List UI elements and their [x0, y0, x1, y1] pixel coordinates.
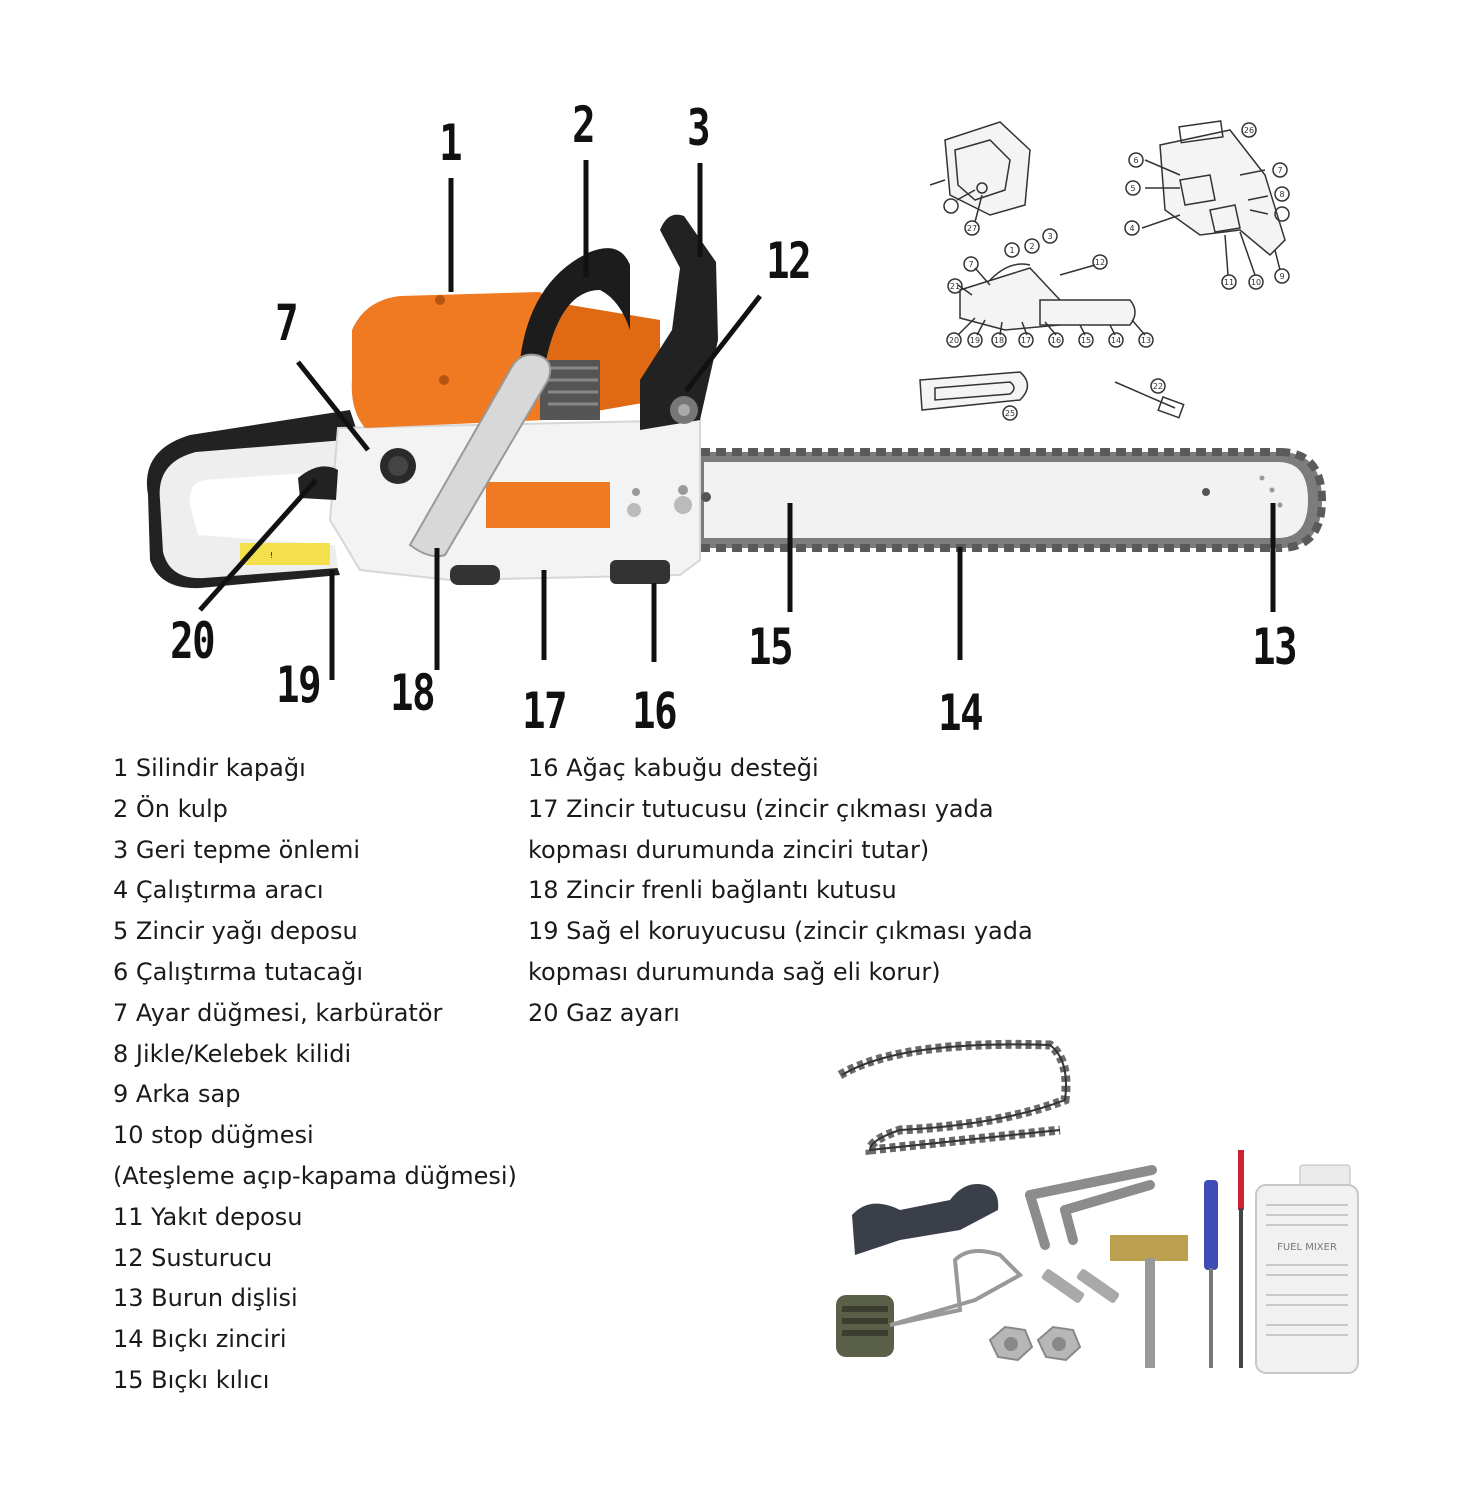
- bark-spike: [852, 1184, 999, 1255]
- schematic-number: 11: [1224, 278, 1234, 287]
- parts-schematic: [919, 120, 1290, 421]
- screwdriver: [1204, 1180, 1218, 1368]
- callout-label-16: 16: [632, 682, 677, 740]
- fuel-mixer-bottle: FUEL MIXER: [1255, 1164, 1359, 1374]
- legend-item: 14 Bıçkı zinciri: [113, 1325, 287, 1354]
- t-wrench: [1110, 1235, 1188, 1368]
- bolts: [1041, 1269, 1120, 1303]
- callout-label-14: 14: [938, 684, 983, 742]
- legend-item: 2 Ön kulp: [113, 794, 228, 823]
- schematic-number: 4: [1129, 224, 1134, 233]
- legend-item: 4 Çalıştırma aracı: [113, 876, 324, 905]
- legend-item: kopması durumunda sağ eli korur): [528, 957, 941, 986]
- callout-label-15: 15: [748, 618, 793, 676]
- callout-label-3: 3: [687, 99, 710, 157]
- schematic-number: 8: [1279, 190, 1284, 199]
- callout-label-1: 1: [439, 114, 462, 172]
- legend-item: 13 Burun dişlisi: [113, 1284, 298, 1313]
- schematic-number: 5: [1130, 184, 1135, 193]
- schematic-number: 17: [1021, 336, 1031, 345]
- leader-lines: [198, 160, 1276, 680]
- legend-item: 9 Arka sap: [113, 1080, 241, 1109]
- schematic-view-full: [946, 228, 1154, 348]
- schematic-number: 9: [1279, 272, 1284, 281]
- legend-item: 17 Zincir tutucusu (zincir çıkması yada: [528, 794, 994, 823]
- callout-label-18: 18: [390, 664, 435, 722]
- fuel-cap: [836, 1295, 894, 1357]
- schematic-number: 7: [1277, 166, 1282, 175]
- legend-item: 1 Silindir kapağı: [113, 754, 306, 782]
- schematic-number: 16: [1051, 336, 1061, 345]
- svg-text:!: !: [270, 551, 273, 560]
- callout-label-12: 12: [766, 232, 811, 290]
- front-handle: [408, 248, 630, 558]
- legend-item: 15 Bıçkı kılıcı: [113, 1365, 270, 1394]
- legend-item: 6 Çalıştırma tutacağı: [113, 957, 363, 986]
- schematic-number: 10: [1251, 278, 1261, 287]
- legend-item: 16 Ağaç kabuğu desteği: [528, 754, 819, 782]
- schematic-number: 21: [950, 282, 960, 291]
- schematic-number: 26: [1244, 126, 1254, 135]
- bottle-label: FUEL MIXER: [1277, 1242, 1337, 1253]
- schematic-number: 18: [994, 336, 1004, 345]
- schematic-number: 13: [1141, 336, 1151, 345]
- accessories: FUEL MIXER: [836, 1039, 1359, 1374]
- schematic-view-front: [1124, 120, 1290, 290]
- callout-label-7: 7: [275, 294, 298, 352]
- legend-item: 7 Ayar düğmesi, karbüratör: [113, 998, 443, 1027]
- schematic-number: 19: [970, 336, 980, 345]
- legend-item: 20 Gaz ayarı: [528, 998, 680, 1027]
- schematic-number: 12: [1095, 258, 1105, 267]
- schematic-number: 15: [1081, 336, 1091, 345]
- schematic-bar-and-tool: [919, 371, 1185, 421]
- callout-label-17: 17: [522, 682, 567, 740]
- schematic-number: 22: [1153, 382, 1163, 391]
- chainsaw-illustration: !: [146, 214, 1327, 589]
- schematic-number: 25: [1005, 409, 1015, 418]
- guide-bar: [700, 448, 1327, 552]
- callout-label-13: 13: [1252, 618, 1297, 676]
- schematic-number: 2: [1029, 242, 1034, 251]
- legend-left-column: 1 Silindir kapağı 2 Ön kulp 3 Geri tepme…: [113, 748, 517, 1401]
- schematic-number: 1: [1009, 246, 1014, 255]
- legend-item: (Ateşleme açıp-kapama düğmesi): [113, 1161, 517, 1190]
- schematic-number: 14: [1111, 336, 1121, 345]
- schematic-number: 7: [968, 260, 973, 269]
- spare-chain: [837, 1039, 1071, 1155]
- file-tool: [1238, 1150, 1244, 1368]
- schematic-number: 27: [967, 224, 977, 233]
- legend-item: 5 Zincir yağı deposu: [113, 917, 358, 946]
- legend-item: kopması durumunda zinciri tutar): [528, 835, 930, 864]
- filter-wire: [889, 1249, 1024, 1327]
- legend-item: 8 Jikle/Kelebek kilidi: [113, 1039, 352, 1068]
- schematic-labels: 26 6 7 5 8 4 11 10 9 7 1 2 3 12 21 20 19…: [949, 126, 1285, 418]
- legend-item: 3 Geri tepme önlemi: [113, 835, 360, 864]
- schematic-number: 6: [1133, 156, 1138, 165]
- engine-housing: [328, 418, 701, 585]
- legend-item: 19 Sağ el koruyucusu (zincir çıkması yad…: [528, 917, 1033, 946]
- legend-item: 10 stop düğmesi: [113, 1121, 314, 1150]
- legend-right-column: 16 Ağaç kabuğu desteği 17 Zincir tutucus…: [528, 748, 1033, 1034]
- schematic-number: 3: [1047, 232, 1052, 241]
- legend-item: 12 Susturucu: [113, 1243, 273, 1272]
- nuts: [988, 1325, 1082, 1362]
- legend-item: 18 Zincir frenli bağlantı kutusu: [528, 876, 897, 905]
- schematic-view-side: [929, 121, 1031, 236]
- callout-label-20: 20: [170, 612, 215, 670]
- callout-label-19: 19: [276, 656, 321, 714]
- callout-label-2: 2: [572, 96, 595, 154]
- legend-item: 11 Yakıt deposu: [113, 1202, 303, 1231]
- schematic-number: 20: [949, 336, 959, 345]
- allen-keys: [1025, 1165, 1157, 1250]
- rear-handle: !: [146, 410, 360, 589]
